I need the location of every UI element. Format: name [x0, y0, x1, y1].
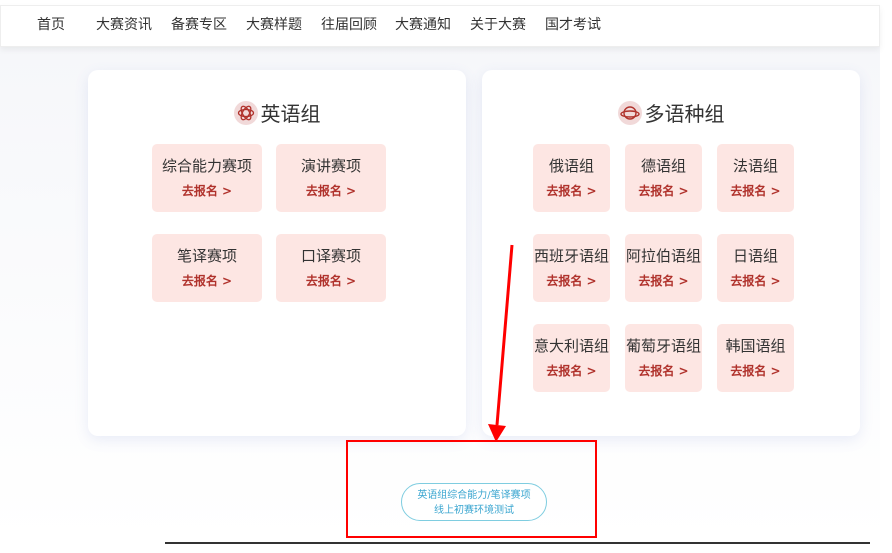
nav-prep[interactable]: 备赛专区: [171, 17, 227, 33]
register-link[interactable]: 去报名 >: [730, 184, 781, 198]
register-link[interactable]: 去报名 >: [638, 274, 689, 288]
item-label: 意大利语组: [533, 337, 609, 355]
nav-exam[interactable]: 国才考试: [545, 17, 601, 33]
nav-home[interactable]: 首页: [37, 17, 65, 33]
multilingual-title-text: 多语种组: [644, 102, 725, 126]
button-line-2: 线上初赛环境测试: [434, 505, 514, 516]
item-german[interactable]: 德语组去报名 >: [625, 144, 702, 212]
register-link[interactable]: 去报名 >: [546, 364, 597, 378]
register-link[interactable]: 去报名 >: [546, 274, 597, 288]
register-link[interactable]: 去报名 >: [546, 184, 597, 198]
flower-logo-icon: [233, 100, 258, 125]
environment-test-button[interactable]: 英语组综合能力/笔译赛项 线上初赛环境测试: [401, 483, 547, 521]
register-link[interactable]: 去报名 >: [181, 184, 233, 198]
register-link[interactable]: 去报名 >: [730, 274, 781, 288]
item-interpretation[interactable]: 口译赛项去报名 >: [276, 234, 386, 302]
top-nav: 首页 大赛资讯 备赛专区 大赛样题 往届回顾 大赛通知 关于大赛 国才考试: [0, 5, 880, 47]
register-link[interactable]: 去报名 >: [305, 274, 357, 288]
item-italian[interactable]: 意大利语组去报名 >: [533, 324, 610, 392]
item-spanish[interactable]: 西班牙语组去报名 >: [533, 234, 610, 302]
item-arabic[interactable]: 阿拉伯语组去报名 >: [625, 234, 702, 302]
item-translation[interactable]: 笔译赛项去报名 >: [152, 234, 262, 302]
nav-notices[interactable]: 大赛通知: [395, 17, 451, 33]
multilingual-group-title: 多语种组: [482, 98, 860, 127]
english-title-text: 英语组: [260, 102, 321, 126]
item-label: 德语组: [640, 157, 686, 175]
annotation-highlight-box: [346, 440, 597, 538]
item-french[interactable]: 法语组去报名 >: [717, 144, 794, 212]
item-label: 韩国语组: [725, 337, 786, 355]
item-label: 俄语组: [548, 157, 594, 175]
item-japanese[interactable]: 日语组去报名 >: [717, 234, 794, 302]
item-label: 西班牙语组: [533, 247, 609, 265]
register-link[interactable]: 去报名 >: [305, 184, 357, 198]
item-korean[interactable]: 韩国语组去报名 >: [717, 324, 794, 392]
bottom-divider: [165, 542, 870, 544]
register-link[interactable]: 去报名 >: [730, 364, 781, 378]
planet-logo-icon: [617, 100, 642, 125]
register-link[interactable]: 去报名 >: [181, 274, 233, 288]
nav-samples[interactable]: 大赛样题: [246, 17, 302, 33]
register-link[interactable]: 去报名 >: [638, 184, 689, 198]
item-label: 演讲赛项: [300, 157, 361, 175]
item-label: 笔译赛项: [176, 247, 237, 265]
item-russian[interactable]: 俄语组去报名 >: [533, 144, 610, 212]
button-line-1: 英语组综合能力/笔译赛项: [417, 490, 531, 501]
item-comprehensive[interactable]: 综合能力赛项去报名 >: [152, 144, 262, 212]
item-label: 综合能力赛项: [161, 157, 252, 175]
nav-review[interactable]: 往届回顾: [321, 17, 377, 33]
item-label: 阿拉伯语组: [625, 247, 701, 265]
item-portuguese[interactable]: 葡萄牙语组去报名 >: [625, 324, 702, 392]
item-label: 法语组: [732, 157, 778, 175]
register-link[interactable]: 去报名 >: [638, 364, 689, 378]
nav-about[interactable]: 关于大赛: [470, 17, 526, 33]
item-speech[interactable]: 演讲赛项去报名 >: [276, 144, 386, 212]
item-label: 葡萄牙语组: [625, 337, 701, 355]
item-label: 口译赛项: [300, 247, 361, 265]
nav-news[interactable]: 大赛资讯: [96, 17, 152, 33]
item-label: 日语组: [732, 247, 778, 265]
english-group-title: 英语组: [88, 98, 466, 127]
